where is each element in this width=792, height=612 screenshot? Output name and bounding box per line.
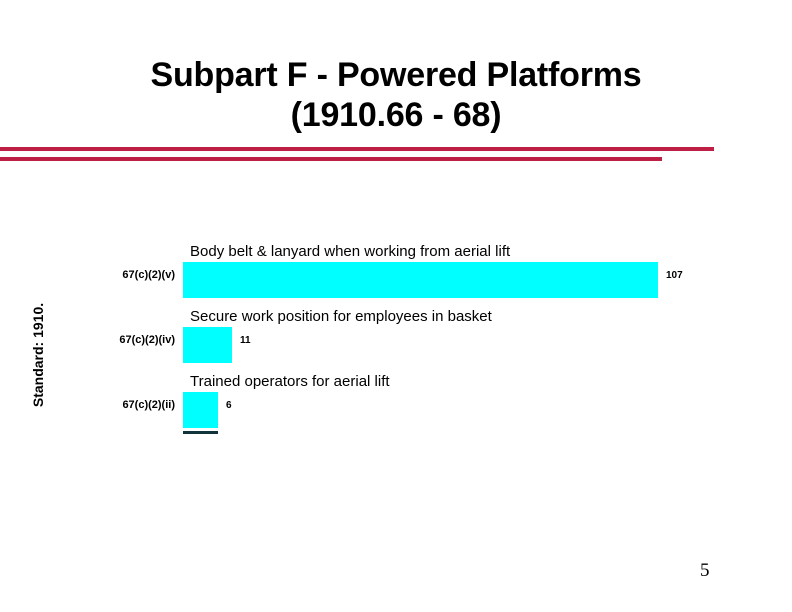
bar-description-label: Secure work position for employees in ba… bbox=[190, 308, 492, 325]
bar-rect[interactable] bbox=[183, 392, 218, 428]
title-line-1: Subpart F - Powered Platforms bbox=[150, 56, 642, 94]
bar-description-label: Body belt & lanyard when working from ae… bbox=[190, 243, 511, 260]
bar-category-label: 67(c)(2)(ii) bbox=[122, 399, 175, 411]
page-number: 5 bbox=[700, 560, 710, 581]
bar-description-label: Trained operators for aerial lift bbox=[190, 373, 390, 390]
bar-value-label: 6 bbox=[226, 400, 232, 411]
bar-category-label: 67(c)(2)(v) bbox=[122, 269, 175, 281]
divider-rule-bottom bbox=[0, 157, 662, 161]
bar-value-label: 11 bbox=[240, 335, 251, 346]
bar-rect[interactable] bbox=[183, 327, 232, 363]
page-title: Subpart F - Powered Platforms (1910.66 -… bbox=[0, 55, 792, 135]
chart-baseline bbox=[183, 431, 218, 434]
bar-rect[interactable] bbox=[183, 262, 658, 298]
bar-category-label: 67(c)(2)(iv) bbox=[119, 334, 175, 346]
title-line-2: (1910.66 - 68) bbox=[290, 96, 502, 134]
bar-chart: Standard: 1910. Body belt & lanyard when… bbox=[0, 225, 792, 455]
divider-rule-top bbox=[0, 147, 714, 151]
bar-value-label: 107 bbox=[666, 270, 683, 281]
